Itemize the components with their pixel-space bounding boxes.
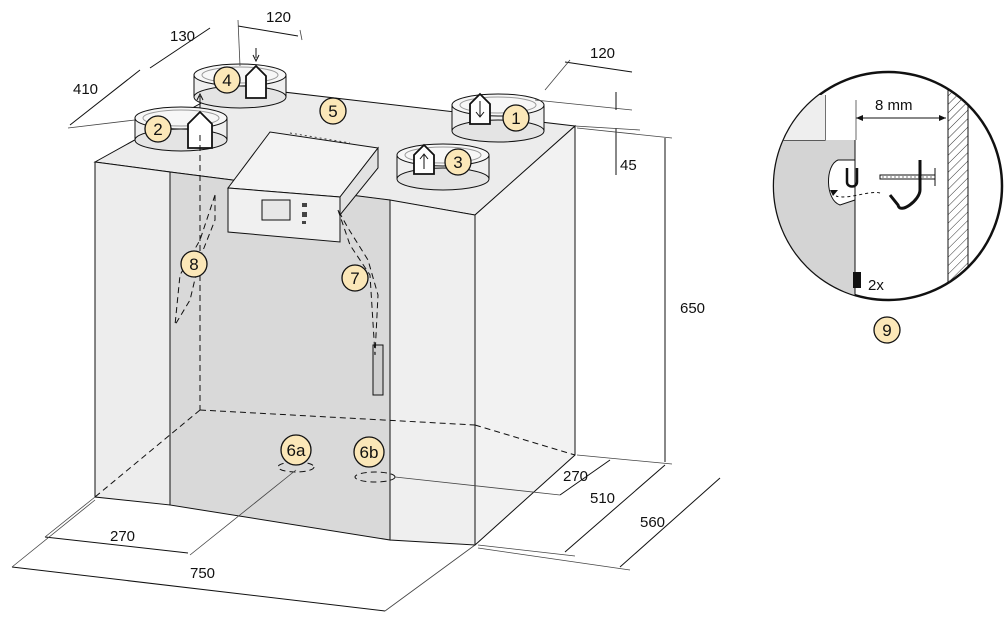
dim-270-right: 270 [563, 468, 588, 485]
svg-text:7: 7 [350, 269, 359, 288]
hidden-edges [94, 135, 576, 498]
bracket-icon [888, 160, 922, 210]
house-arrow-icon-4 [245, 64, 267, 99]
dim-130: 130 [170, 28, 195, 45]
left-panel [94, 161, 171, 506]
duct-3 [396, 143, 490, 191]
dim-120-top: 120 [266, 9, 291, 26]
badge-9: 9 [873, 316, 901, 344]
svg-text:3: 3 [453, 153, 462, 172]
count-label: 2x [868, 277, 884, 294]
badge-6b: 6b [353, 436, 385, 468]
badge-8: 8 [180, 250, 208, 278]
gap-label: 8 mm [875, 97, 913, 114]
badge-7: 7 [341, 264, 369, 292]
badge-4: 4 [213, 66, 241, 94]
control-unit [227, 131, 379, 243]
arrow-up-icon [196, 92, 204, 108]
hook-icon [845, 168, 859, 188]
dim-45: 45 [620, 157, 637, 174]
drain-6a [277, 461, 315, 473]
svg-text:1: 1 [511, 109, 520, 128]
display-screen [261, 199, 291, 221]
wall-mount-detail: 8 mm 2x [772, 70, 1004, 302]
svg-text:2: 2 [153, 120, 162, 139]
badge-1: 1 [502, 104, 530, 132]
svg-text:4: 4 [222, 71, 231, 90]
badge-6a: 6a [280, 434, 312, 466]
door-handle [372, 344, 384, 396]
dimension-lines [11, 19, 721, 612]
mount-block [853, 272, 861, 288]
duct-4 [193, 63, 287, 109]
dim-560: 560 [640, 514, 665, 531]
badge-2: 2 [144, 115, 172, 143]
airflow-icons [187, 48, 491, 175]
right-panel [389, 199, 476, 546]
duct-1 [451, 93, 545, 143]
dim-750: 750 [190, 565, 215, 582]
dim-270-bottom: 270 [110, 528, 135, 545]
svg-text:5: 5 [328, 102, 337, 121]
dim-120-right: 120 [590, 45, 615, 62]
svg-text:8: 8 [189, 255, 198, 274]
house-arrow-icon-2 [187, 110, 213, 149]
badge-5: 5 [319, 97, 347, 125]
svg-text:9: 9 [882, 321, 891, 340]
duct-path-8 [174, 194, 216, 326]
dim-650: 650 [680, 300, 705, 317]
svg-text:6a: 6a [287, 441, 306, 460]
svg-text:6b: 6b [360, 443, 379, 462]
dimension-labels: 120 130 410 120 45 650 270 510 560 270 7… [73, 9, 705, 582]
badge-3: 3 [444, 148, 472, 176]
dim-510: 510 [590, 490, 615, 507]
wall-hatch [947, 79, 969, 300]
duct-path-7 [337, 209, 379, 356]
dim-410: 410 [73, 81, 98, 98]
badges: 1 2 3 4 5 6a 6b 7 [144, 66, 901, 468]
arrow-down-icon [252, 48, 260, 63]
